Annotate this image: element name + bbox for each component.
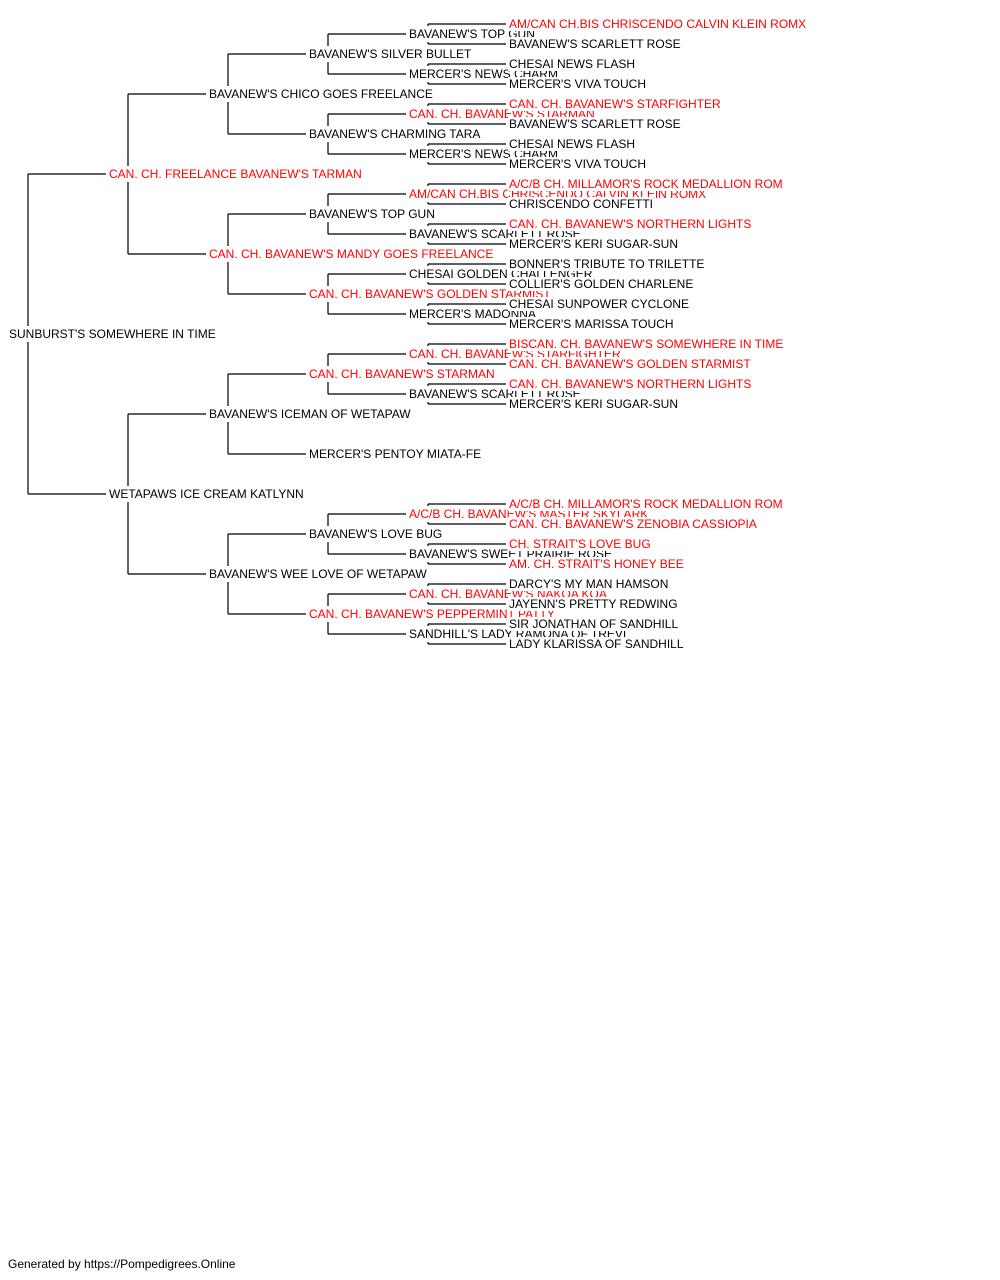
ancestor-name: CAN. CH. BAVANEW'S PEPPERMINT PATTY [308,607,556,621]
ancestor-name: BAVANEW'S SCARLETT ROSE [508,37,682,51]
ancestor-name: CAN. CH. BAVANEW'S NORTHERN LIGHTS [508,377,753,391]
ancestor-name: CAN. CH. BAVANEW'S STARFIGHTER [508,97,722,111]
ancestor-name: BONNER'S TRIBUTE TO TRILETTE [508,257,706,271]
ancestor-name: SIR JONATHAN OF SANDHILL [508,617,680,631]
ancestor-name: BISCAN. CH. BAVANEW'S SOMEWHERE IN TIME [508,337,785,351]
ancestor-name: BAVANEW'S ICEMAN OF WETAPAW [208,407,412,421]
ancestor-name: CHESAI NEWS FLASH [508,57,637,71]
ancestor-name: CHESAI NEWS FLASH [508,137,637,151]
ancestor-name: BAVANEW'S TOP GUN [308,207,436,221]
ancestor-name: CAN. CH. FREELANCE BAVANEW'S TARMAN [108,167,363,181]
ancestor-name: CHRISCENDO CONFETTI [508,197,654,211]
ancestor-name: CAN. CH. BAVANEW'S MANDY GOES FREELANCE [208,247,495,261]
ancestor-name: JAYENN'S PRETTY REDWING [508,597,679,611]
ancestor-name: MERCER'S PENTOY MIATA-FE [308,447,483,461]
ancestor-name: CAN. CH. BAVANEW'S GOLDEN STARMIST [308,287,552,301]
subject-dog-name: SUNBURST'S SOMEWHERE IN TIME [8,327,217,341]
ancestor-name: CHESAI SUNPOWER CYCLONE [508,297,691,311]
ancestor-name: A/C/B CH. MILLAMOR'S ROCK MEDALLION ROM [508,177,784,191]
ancestor-name: MERCER'S VIVA TOUCH [508,157,647,171]
ancestor-name: MERCER'S KERI SUGAR-SUN [508,397,679,411]
ancestor-name: AM. CH. STRAIT'S HONEY BEE [508,557,685,571]
ancestor-name: BAVANEW'S CHICO GOES FREELANCE [208,87,434,101]
ancestor-name: CAN. CH. BAVANEW'S NORTHERN LIGHTS [508,217,753,231]
ancestor-name: BAVANEW'S SILVER BULLET [308,47,473,61]
ancestor-name: A/C/B CH. MILLAMOR'S ROCK MEDALLION ROM [508,497,784,511]
ancestor-name: MERCER'S MADONNA [408,307,537,321]
ancestor-name: BAVANEW'S LOVE BUG [308,527,444,541]
ancestor-name: BAVANEW'S SCARLETT ROSE [508,117,682,131]
ancestor-name: CAN. CH. BAVANEW'S ZENOBIA CASSIOPIA [508,517,758,531]
ancestor-name: AM/CAN CH.BIS CHRISCENDO CALVIN KLEIN RO… [508,17,808,31]
ancestor-name: BAVANEW'S TOP GUN [408,27,536,41]
ancestor-name: MERCER'S VIVA TOUCH [508,77,647,91]
ancestor-name: WETAPAWS ICE CREAM KATLYNN [108,487,305,501]
ancestor-name: CAN. CH. BAVANEW'S GOLDEN STARMIST [508,357,752,371]
ancestor-name: DARCY'S MY MAN HAMSON [508,577,670,591]
ancestor-name: CAN. CH. BAVANEW'S STARMAN [308,367,496,381]
ancestor-name: CH. STRAIT'S LOVE BUG [508,537,652,551]
ancestor-name: MERCER'S KERI SUGAR-SUN [508,237,679,251]
ancestor-name: LADY KLARISSA OF SANDHILL [508,637,685,651]
footer-credit: Generated by https://Pompedigrees.Online [8,1257,236,1271]
ancestor-name: BAVANEW'S CHARMING TARA [308,127,482,141]
ancestor-name: BAVANEW'S WEE LOVE OF WETAPAW [208,567,428,581]
ancestor-name: COLLIER'S GOLDEN CHARLENE [508,277,695,291]
ancestor-name: MERCER'S MARISSA TOUCH [508,317,675,331]
